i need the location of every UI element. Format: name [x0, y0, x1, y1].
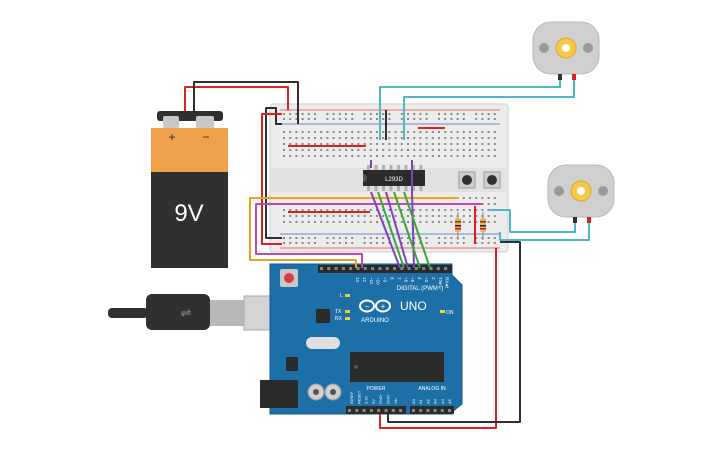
analog-header: [410, 406, 454, 414]
battery-negative-wire: [193, 81, 299, 124]
orange-signal-wire: [249, 197, 458, 268]
digital-pin-label: ~5: [410, 277, 415, 283]
analog-header-label: ANALOG IN: [418, 386, 446, 392]
digital-pin-label: 7: [396, 277, 401, 280]
reset-button-icon: [284, 273, 294, 283]
arduino-5v-wire: [379, 248, 497, 429]
analog-pin-label: A0: [411, 398, 416, 404]
digital-pin-label: ~9: [383, 277, 388, 283]
battery-voltage-label: 9V: [174, 200, 203, 227]
dc-motor-top: [532, 21, 600, 80]
digital-pin-label: ~6: [403, 277, 408, 283]
green-wire-2: [393, 191, 421, 269]
resistor-1: [455, 212, 461, 240]
usb-icon: ⇌: [181, 305, 192, 320]
purple-wire-4: [385, 191, 409, 269]
analog-pin-label: A3: [433, 398, 438, 404]
analog-pin-label: A5: [447, 398, 452, 404]
led-on-label: ON: [446, 310, 454, 316]
digital-pin-label: 8: [390, 277, 395, 280]
digital-pin-label: ~3: [424, 277, 429, 283]
digital-pin-label: RX◂0: [445, 277, 450, 289]
power-jack: [260, 380, 298, 408]
push-button-2: [483, 171, 501, 189]
usb-cable: ⇌: [108, 294, 291, 331]
battery-minus-label: −: [202, 130, 209, 144]
green-wire-3: [403, 191, 431, 269]
led-tx-label: TX: [335, 309, 342, 315]
l293d-driver-chip: L293D: [363, 165, 425, 191]
led-l-label: L: [340, 293, 343, 299]
wires: [184, 80, 590, 429]
arduino-logo: − +: [359, 299, 391, 313]
push-button-1: [458, 171, 476, 189]
power-pin-label: 5V: [371, 399, 376, 404]
arduino-model-label: UNO: [400, 299, 427, 313]
svg-text:+: +: [381, 302, 386, 311]
battery-positive-wire: [184, 86, 289, 111]
power-pin-label: GND: [386, 395, 391, 404]
motor-top-wire-1: [379, 80, 561, 140]
power-pin-label: 3.3V: [364, 395, 369, 404]
dc-motor-bottom: [547, 164, 615, 223]
rail-jumper-red: [261, 113, 282, 245]
rail-jumper-black: [265, 107, 282, 239]
digital-header: [320, 267, 448, 270]
battery-plus-label: +: [168, 130, 175, 144]
digital-header-label: DIGITAL (PWM~): [397, 286, 444, 292]
digital-pin-label: TX▸1: [438, 277, 443, 288]
digital-pin-label: 12: [362, 277, 367, 283]
motor-top-wire-2: [403, 80, 575, 140]
power-header: [346, 406, 406, 414]
svg-text:−: −: [365, 302, 370, 311]
motor-bottom-wire-1: [490, 209, 576, 233]
analog-pin-label: A2: [425, 398, 430, 404]
arduino-gnd-wire: [387, 241, 521, 423]
purple-wire-2: [370, 191, 401, 269]
bottom-header-pins: [348, 409, 451, 412]
arduino-brand-label: ARDUINO: [361, 318, 389, 324]
power-pin-label: GND: [378, 395, 383, 404]
led-rx-label: RX: [335, 316, 343, 322]
digital-pin-label: 4: [417, 277, 422, 280]
power-pin-label: RESET: [356, 390, 361, 404]
battery-9v: + − 9V: [151, 111, 228, 268]
digital-pin-label: ~11: [369, 277, 374, 285]
power-header-label: POWER: [367, 386, 386, 392]
magenta-signal-wire: [255, 203, 483, 268]
power-pin-label: Vin: [393, 398, 398, 404]
power-pin-label: IOREF: [349, 391, 354, 404]
digital-pin-label: 2: [431, 277, 436, 280]
digital-pin-label: 13: [355, 277, 360, 283]
driver-chip-label: L293D: [385, 177, 403, 183]
motor-bottom-wire-2: [499, 223, 590, 241]
purple-wire-3: [411, 160, 415, 269]
resistor-2: [480, 212, 486, 240]
analog-pin-label: A1: [418, 398, 423, 404]
analog-pin-label: A4: [440, 398, 445, 404]
digital-pin-label: ~10: [376, 277, 381, 285]
green-wire-1: [377, 191, 405, 269]
atmega-chip: [350, 352, 444, 382]
